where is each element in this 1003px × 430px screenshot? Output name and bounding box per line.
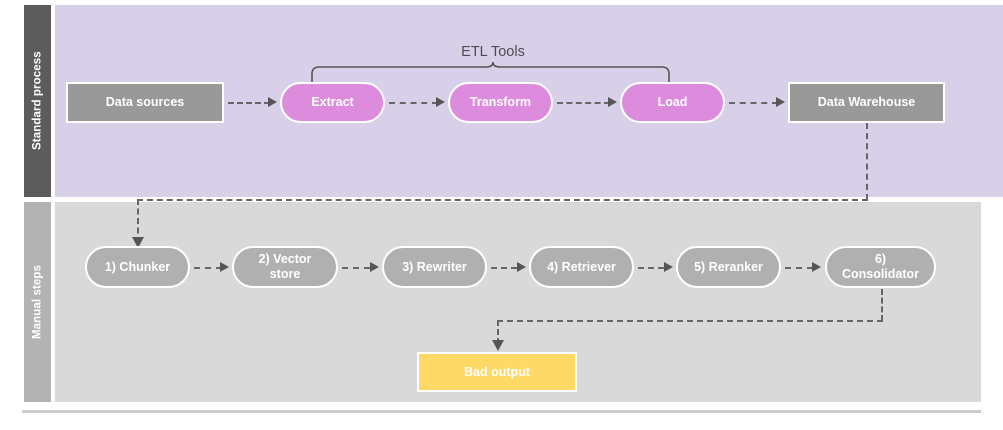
lane-manual-steps-label: Manual steps bbox=[24, 202, 51, 402]
arrowhead-warehouse-to-chunker bbox=[131, 237, 144, 248]
node-data-warehouse-label: Data Warehouse bbox=[817, 95, 916, 109]
node-bad-output[interactable]: Bad output bbox=[417, 352, 577, 392]
etl-tools-label: ETL Tools bbox=[461, 44, 525, 60]
arrowhead-reranker-to-consolidator bbox=[812, 262, 821, 272]
node-retriever[interactable]: 4) Retriever bbox=[529, 246, 634, 288]
node-data-sources[interactable]: Data sources bbox=[66, 82, 224, 123]
connector-consolidator-to-output bbox=[497, 320, 499, 344]
node-vector-store[interactable]: 2) Vector store bbox=[232, 246, 338, 288]
arrowhead-load-to-warehouse bbox=[776, 97, 785, 107]
node-retriever-label: 4) Retriever bbox=[547, 259, 616, 274]
node-reranker[interactable]: 5) Reranker bbox=[676, 246, 781, 288]
connector-warehouse-down bbox=[866, 123, 868, 200]
connector-transform-to-load bbox=[557, 102, 610, 104]
connector-warehouse-to-chunker bbox=[137, 199, 139, 243]
node-consolidator[interactable]: 6) Consolidator bbox=[825, 246, 936, 288]
node-rewriter-label: 3) Rewriter bbox=[402, 259, 467, 274]
node-extract-label: Extract bbox=[311, 95, 354, 109]
node-data-sources-label: Data sources bbox=[105, 95, 185, 109]
arrowhead-extract-to-transform bbox=[436, 97, 445, 107]
connector-consolidator-down bbox=[881, 289, 883, 321]
node-rewriter[interactable]: 3) Rewriter bbox=[382, 246, 487, 288]
arrowhead-rewriter-to-retriever bbox=[517, 262, 526, 272]
node-load-label: Load bbox=[657, 95, 688, 109]
node-transform[interactable]: Transform bbox=[448, 82, 553, 123]
arrowhead-sources-to-extract bbox=[268, 97, 277, 107]
node-vector-store-label: 2) Vector store bbox=[258, 252, 312, 281]
connector-retriever-to-reranker bbox=[638, 267, 664, 269]
connector-chunker-to-vector-store bbox=[194, 267, 222, 269]
node-data-warehouse[interactable]: Data Warehouse bbox=[788, 82, 945, 123]
node-transform-label: Transform bbox=[469, 95, 532, 109]
node-extract[interactable]: Extract bbox=[280, 82, 385, 123]
node-reranker-label: 5) Reranker bbox=[694, 259, 763, 274]
arrowhead-chunker-to-vector-store bbox=[220, 262, 229, 272]
etl-tools-brace-icon bbox=[311, 62, 670, 84]
node-consolidator-label: 6) Consolidator bbox=[841, 252, 920, 281]
connector-reranker-to-consolidator bbox=[785, 267, 813, 269]
connector-rewriter-to-retriever bbox=[491, 267, 517, 269]
arrowhead-retriever-to-reranker bbox=[664, 262, 673, 272]
node-load[interactable]: Load bbox=[620, 82, 725, 123]
arrowhead-consolidator-to-output bbox=[491, 340, 504, 351]
connector-sources-to-extract bbox=[228, 102, 270, 104]
connector-warehouse-across bbox=[137, 199, 868, 201]
arrowhead-transform-to-load bbox=[608, 97, 617, 107]
arrowhead-vector-store-to-rewriter bbox=[370, 262, 379, 272]
node-bad-output-label: Bad output bbox=[464, 364, 530, 379]
bottom-divider bbox=[22, 410, 981, 413]
connector-extract-to-transform bbox=[389, 102, 438, 104]
connector-vector-store-to-rewriter bbox=[342, 267, 370, 269]
connector-load-to-warehouse bbox=[729, 102, 778, 104]
node-chunker[interactable]: 1) Chunker bbox=[85, 246, 190, 288]
connector-consolidator-across bbox=[497, 320, 883, 322]
node-chunker-label: 1) Chunker bbox=[104, 259, 171, 274]
lane-standard-process-label: Standard process bbox=[24, 5, 51, 197]
